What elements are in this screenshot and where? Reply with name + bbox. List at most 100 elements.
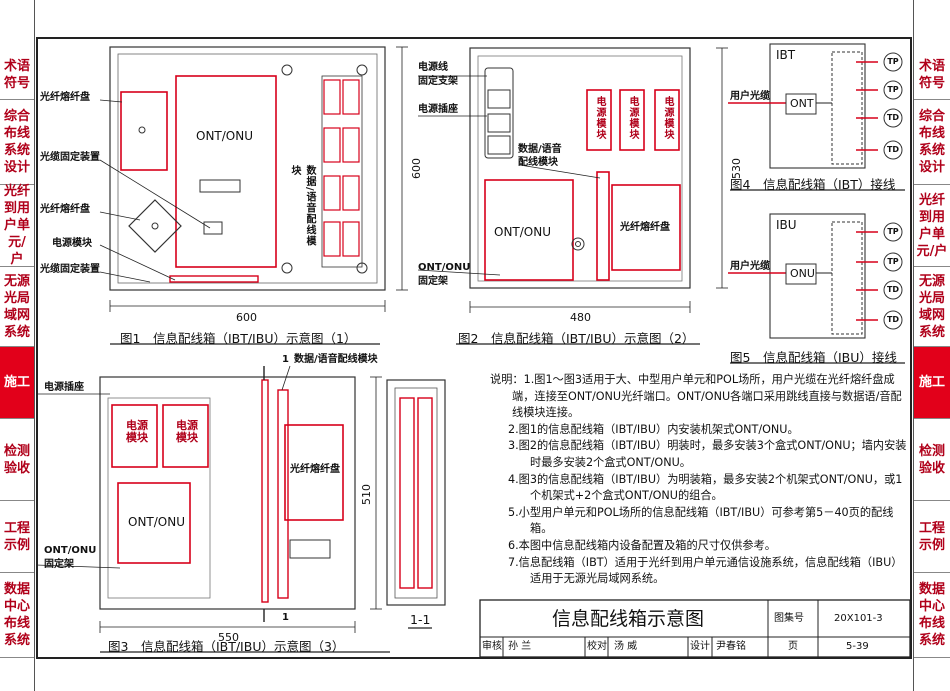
figure-1: [99, 46, 408, 345]
fig3-label-data-voice: 数据/语音配线模块: [294, 354, 378, 365]
side-tab[interactable]: 光纤到用户单元/户: [0, 184, 34, 267]
page-number: 5-39: [846, 641, 869, 652]
right-side-index: 术语符号 综合布线系统设计 光纤到用户单元/户 无源光局域网系统 施工 检测验收…: [913, 0, 950, 691]
fig3-section-bottom: 1: [282, 612, 289, 623]
fig2-width-dim: 480: [570, 311, 591, 324]
fig1-height-dim: 600: [410, 158, 423, 179]
fig1-label-power-module: 电源模块: [52, 238, 92, 249]
figure-4-ibt-wiring: [728, 43, 905, 191]
fig1-label-cable-fix: 光缆固定装置: [40, 152, 100, 163]
fig1-label-data-voice: 数据/语音配线模块: [289, 165, 315, 247]
side-tab[interactable]: 工程示例: [914, 501, 950, 573]
reviewer-name: 孙 兰: [508, 641, 532, 652]
note-item-2: 2.图1的信息配线箱（IBT/IBU）内安装机架式ONT/ONU。: [508, 422, 799, 436]
review-label: 审核: [482, 641, 502, 652]
ont-onu-shape: [175, 75, 277, 268]
fig4-box-label: IBT: [776, 48, 796, 62]
fig5-device: ONU: [790, 267, 815, 280]
fig5-box-label: IBU: [776, 218, 797, 232]
fig2-label-fix-bracket: 固定支架: [418, 76, 458, 87]
fig2-label-fiber-tray: 光纤熔纤盘: [620, 222, 670, 233]
fig2-power-module-1: 电源模块: [594, 96, 605, 140]
side-tab[interactable]: 光纤到用户单元/户: [914, 185, 950, 267]
page-label: 页: [788, 641, 798, 652]
fig2-label-socket: 电源插座: [418, 104, 458, 115]
fig1-caption: 图1 信息配线箱（IBT/IBU）示意图（1）: [120, 331, 357, 346]
fig3-label-ont: ONT/ONU: [128, 515, 185, 529]
side-tab[interactable]: 综合布线系统设计: [0, 100, 34, 185]
fig2-label-power-line: 电源线: [418, 62, 448, 73]
fig2-label-ont: ONT/ONU: [494, 225, 551, 239]
title-block-lines: [479, 599, 911, 658]
fig3-power-module-2: 电源模块: [176, 419, 198, 444]
fig3-label-ont-fix: ONT/ONU: [44, 545, 97, 556]
fig5-caption: 图5 信息配线箱（IBU）接线: [730, 350, 897, 365]
fig3-width-dim: 550: [218, 631, 239, 644]
side-tab[interactable]: 数据中心布线系统: [914, 573, 950, 658]
fig1-label-cable-fix2: 光缆固定装置: [40, 264, 100, 275]
drawing-title: 信息配线箱示意图: [552, 608, 705, 630]
designer-name: 尹春铭: [716, 641, 746, 652]
side-tab[interactable]: 无源光局域网系统: [914, 267, 950, 347]
fiber-tray-shape: [120, 91, 168, 171]
atlas-label: 图集号: [774, 613, 804, 624]
fig2-label-ont-fix2: 固定架: [418, 276, 448, 287]
fig2-caption: 图2 信息配线箱（IBT/IBU）示意图（2）: [458, 331, 695, 346]
fig1-label-fiber-tray2: 光纤熔纤盘: [40, 204, 90, 215]
figure-3: [35, 365, 446, 653]
fig3-section-top: 1: [282, 354, 289, 365]
fig4-port-4: TD: [886, 145, 900, 154]
fig5-user-cable: 用户光缆: [730, 261, 770, 272]
side-tab[interactable]: 无源光局域网系统: [0, 267, 34, 347]
fig2-label-ont-fix: ONT/ONU: [418, 262, 471, 273]
note-item-5: 5.小型用户单元和POL场所的信息配线箱（IBT/IBU）可参考第5－40页的配…: [508, 505, 894, 536]
fig5-port-3: TD: [886, 285, 900, 294]
fig2-power-module-2: 电源模块: [627, 96, 638, 140]
fig3-label-fiber-tray: 光纤熔纤盘: [290, 464, 340, 475]
fig3-caption: 图3 信息配线箱（IBT/IBU）示意图（3）: [108, 639, 345, 654]
figure-2: [417, 47, 728, 345]
fig3-label-ont-fix2: 固定架: [44, 559, 74, 570]
side-tab[interactable]: 检测验收: [0, 419, 34, 501]
side-tab[interactable]: 综合布线系统设计: [914, 100, 950, 185]
drawing-sheet: [36, 37, 912, 659]
note-item-3: 3.图2的信息配线箱（IBT/IBU）明装时，最多安装3个盒式ONT/ONU；墙…: [508, 439, 907, 469]
fig5-port-4: TD: [886, 315, 900, 324]
fig4-port-3: TD: [886, 113, 900, 122]
fig2-label-data-voice: 数据/语音: [518, 144, 562, 155]
note-item-6: 6.本图中信息配线箱内设备配置及箱的尺寸仅供参考。: [508, 538, 776, 552]
fig4-port-1: TP: [887, 57, 899, 66]
side-tab[interactable]: 术语符号: [914, 50, 950, 100]
notes-block: 说明：1.图1～图3适用于大、中型用户单元和POL场所，用户光缆在光纤熔纤盘成端…: [490, 372, 910, 588]
check-label: 校对: [587, 641, 607, 652]
side-tab[interactable]: 检测验收: [914, 419, 950, 501]
note-item-1: 1.图1～图3适用于大、中型用户单元和POL场所，用户光缆在光纤熔纤盘成端，连接…: [512, 373, 902, 420]
checker-name: 汤 威: [614, 641, 638, 652]
fig4-port-2: TP: [887, 85, 899, 94]
side-tab[interactable]: 术语符号: [0, 50, 34, 100]
atlas-number: 20X101-3: [834, 613, 883, 624]
side-tab[interactable]: 数据中心布线系统: [0, 573, 34, 658]
fig3-power-module-1: 电源模块: [126, 419, 148, 444]
fig5-port-1: TP: [887, 227, 899, 236]
note-item-7: 7.信息配线箱（IBT）适用于光纤到用户单元通信设施系统，信息配线箱（IBU）适…: [508, 555, 903, 586]
note-item-4: 4.图3的信息配线箱（IBT/IBU）为明装箱，最多安装2个机架式ONT/ONU…: [508, 472, 903, 503]
left-side-index: 术语符号 综合布线系统设计 光纤到用户单元/户 无源光局域网系统 施工 检测验收…: [0, 0, 35, 691]
side-tab-active[interactable]: 施工: [0, 347, 34, 419]
fig1-label-fiber-tray: 光纤熔纤盘: [40, 92, 90, 103]
fig2-power-module-3: 电源模块: [662, 96, 673, 140]
fig2-label-wiring-module: 配线模块: [518, 157, 558, 168]
fig3-section-view-label: 1-1: [410, 612, 431, 627]
side-tab-active[interactable]: 施工: [914, 347, 950, 419]
fig3-height-dim: 510: [360, 484, 373, 505]
fig4-user-cable: 用户光缆: [730, 91, 770, 102]
fig4-caption: 图4 信息配线箱（IBT）接线: [730, 177, 896, 192]
side-tab[interactable]: 工程示例: [0, 501, 34, 573]
design-label: 设计: [690, 641, 710, 652]
fig5-port-2: TP: [887, 257, 899, 266]
fig1-label-ont: ONT/ONU: [196, 129, 253, 143]
fig3-label-socket: 电源插座: [44, 382, 84, 393]
notes-lead: 说明：: [490, 373, 524, 386]
figure-5-ibu-wiring: [728, 213, 905, 364]
